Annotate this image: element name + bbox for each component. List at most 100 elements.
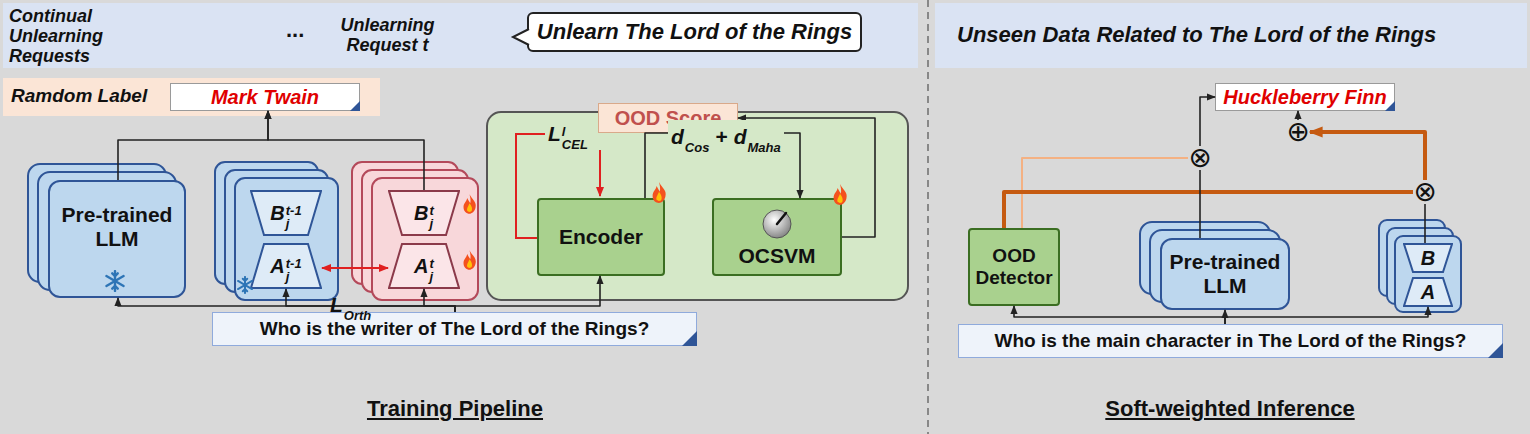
- subscript: Orth: [344, 309, 371, 322]
- subscript: Maha: [747, 141, 780, 154]
- connector: [1199, 170, 1201, 238]
- detector-box: OOD Detector: [968, 228, 1060, 306]
- label-text: Soft-weighted Inference: [1105, 396, 1354, 422]
- math-label: LOrth: [330, 288, 371, 322]
- label-band: Ramdom Label Mark Twain: [3, 78, 380, 116]
- label-text: L: [330, 293, 343, 317]
- connector: [424, 289, 455, 312]
- band-text: Continual Unlearning Requests: [9, 6, 134, 66]
- superscript: l: [562, 125, 588, 138]
- text-wrap: Mark Twain: [211, 86, 319, 109]
- lora-b-matrix: Btj: [388, 190, 460, 236]
- label-text: L: [548, 122, 561, 146]
- text-wrap: ⊗: [1188, 146, 1211, 170]
- text-wrap: ⊕: [1286, 120, 1309, 144]
- model-stacks: [28, 112, 1461, 312]
- text-wrap: Who is the writer of The Lord of the Rin…: [260, 318, 649, 340]
- band-text: Unlearning Request t: [335, 15, 440, 55]
- label-text: d: [734, 125, 747, 149]
- text-wrap: Unlearn The Lord of the Rings: [537, 19, 852, 45]
- subscript: CEL: [562, 138, 588, 151]
- connector: [1004, 192, 1413, 228]
- subscript: j: [430, 270, 434, 283]
- connector: [1022, 158, 1188, 228]
- node-label: ⊕: [1286, 120, 1309, 144]
- band-text: ...: [286, 17, 304, 43]
- panel-divider: [927, 0, 929, 434]
- script-spacer: [344, 296, 371, 309]
- band-text: Ramdom Label: [11, 85, 147, 107]
- label-text: d: [671, 125, 684, 149]
- text-wrap: ⊗: [1413, 180, 1436, 204]
- node-label: OCSVM: [738, 244, 815, 268]
- connector: [1297, 111, 1299, 120]
- query-box: Who is the main character in The Lord of…: [958, 324, 1503, 358]
- request-band: Continual Unlearning Requests... Unlearni…: [3, 3, 918, 68]
- math-label: dCos+dMaha: [668, 120, 784, 154]
- symbol-base: B: [270, 202, 284, 225]
- node-label: A: [1421, 281, 1435, 304]
- script-stack: t-1j: [286, 249, 302, 283]
- script-spacer: [747, 128, 780, 141]
- text-wrap: Pre-trained LLM: [1162, 250, 1288, 298]
- node-label: Who is the writer of The Lord of the Rin…: [260, 318, 649, 340]
- matrix-symbol: At-1j: [270, 249, 301, 283]
- trainable-icon: [464, 194, 476, 214]
- connector: [118, 298, 455, 312]
- llm-block: Pre-trained LLM: [48, 180, 186, 298]
- node-label: Pre-trained LLM: [1162, 250, 1288, 298]
- script-stack: t-1j: [286, 196, 302, 230]
- subscript: j: [430, 217, 434, 230]
- script-stack: tj: [430, 249, 434, 283]
- lora-a-matrix: At-1j: [250, 243, 322, 289]
- superscript: t: [430, 204, 434, 217]
- text-wrap: B: [1421, 247, 1435, 270]
- request-band: Unseen Data Related to The Lord of the R…: [935, 3, 1527, 68]
- connector: [118, 111, 268, 180]
- label-text: Training Pipeline: [367, 396, 543, 422]
- script-stack: lCEL: [562, 117, 588, 151]
- text-wrap: Huckleberry Finn: [1223, 86, 1386, 109]
- node-label: B: [1421, 247, 1435, 270]
- frozen-icon: [238, 277, 252, 293]
- text-wrap: OOD Detector: [970, 245, 1058, 289]
- script-spacer: [685, 128, 710, 141]
- lora-a-matrix: A: [1403, 277, 1453, 307]
- subscript: Cos: [685, 141, 710, 154]
- trapezoid-shape: [1404, 244, 1452, 272]
- symbol-base: A: [270, 255, 284, 278]
- node-label: ⊗: [1188, 146, 1211, 170]
- node-label: ⊗: [1413, 180, 1436, 204]
- multiply-node: ⊗: [1188, 146, 1212, 170]
- text-wrap: Encoder: [559, 225, 643, 249]
- connector: [1200, 97, 1215, 146]
- connector: [322, 267, 388, 269]
- trapezoid-shape: [251, 244, 321, 288]
- matrix-symbol: Bt-1j: [270, 196, 301, 230]
- trapezoid-shape: [251, 191, 321, 235]
- multiply-node: ⊗: [1413, 180, 1437, 204]
- answer-box: Mark Twain: [170, 83, 360, 111]
- trainable-icon: [464, 250, 476, 270]
- node-label: Mark Twain: [211, 86, 319, 109]
- connector: [1310, 132, 1425, 180]
- connector: [1424, 204, 1426, 243]
- connector: [455, 276, 600, 312]
- matrix-symbol: Btj: [414, 196, 434, 230]
- superscript: t-1: [286, 257, 302, 270]
- add-node: ⊕: [1286, 120, 1310, 144]
- script-stack: Maha: [747, 120, 780, 154]
- text-wrap: Pre-trained LLM: [50, 203, 184, 251]
- math-label: Training Pipeline: [345, 396, 565, 422]
- script-stack: Orth: [344, 288, 371, 322]
- trapezoid-shape: [1404, 278, 1452, 306]
- math-label: LlCEL: [548, 117, 588, 151]
- symbol-base: B: [414, 202, 428, 225]
- text-wrap: Who is the main character in The Lord of…: [995, 330, 1467, 352]
- llm-block: Pre-trained LLM: [1160, 238, 1290, 310]
- node-label: Pre-trained LLM: [50, 203, 184, 251]
- encoder-box: Encoder: [537, 198, 665, 276]
- node-label: OOD Detector: [970, 245, 1058, 289]
- node-label: Who is the main character in The Lord of…: [995, 330, 1467, 352]
